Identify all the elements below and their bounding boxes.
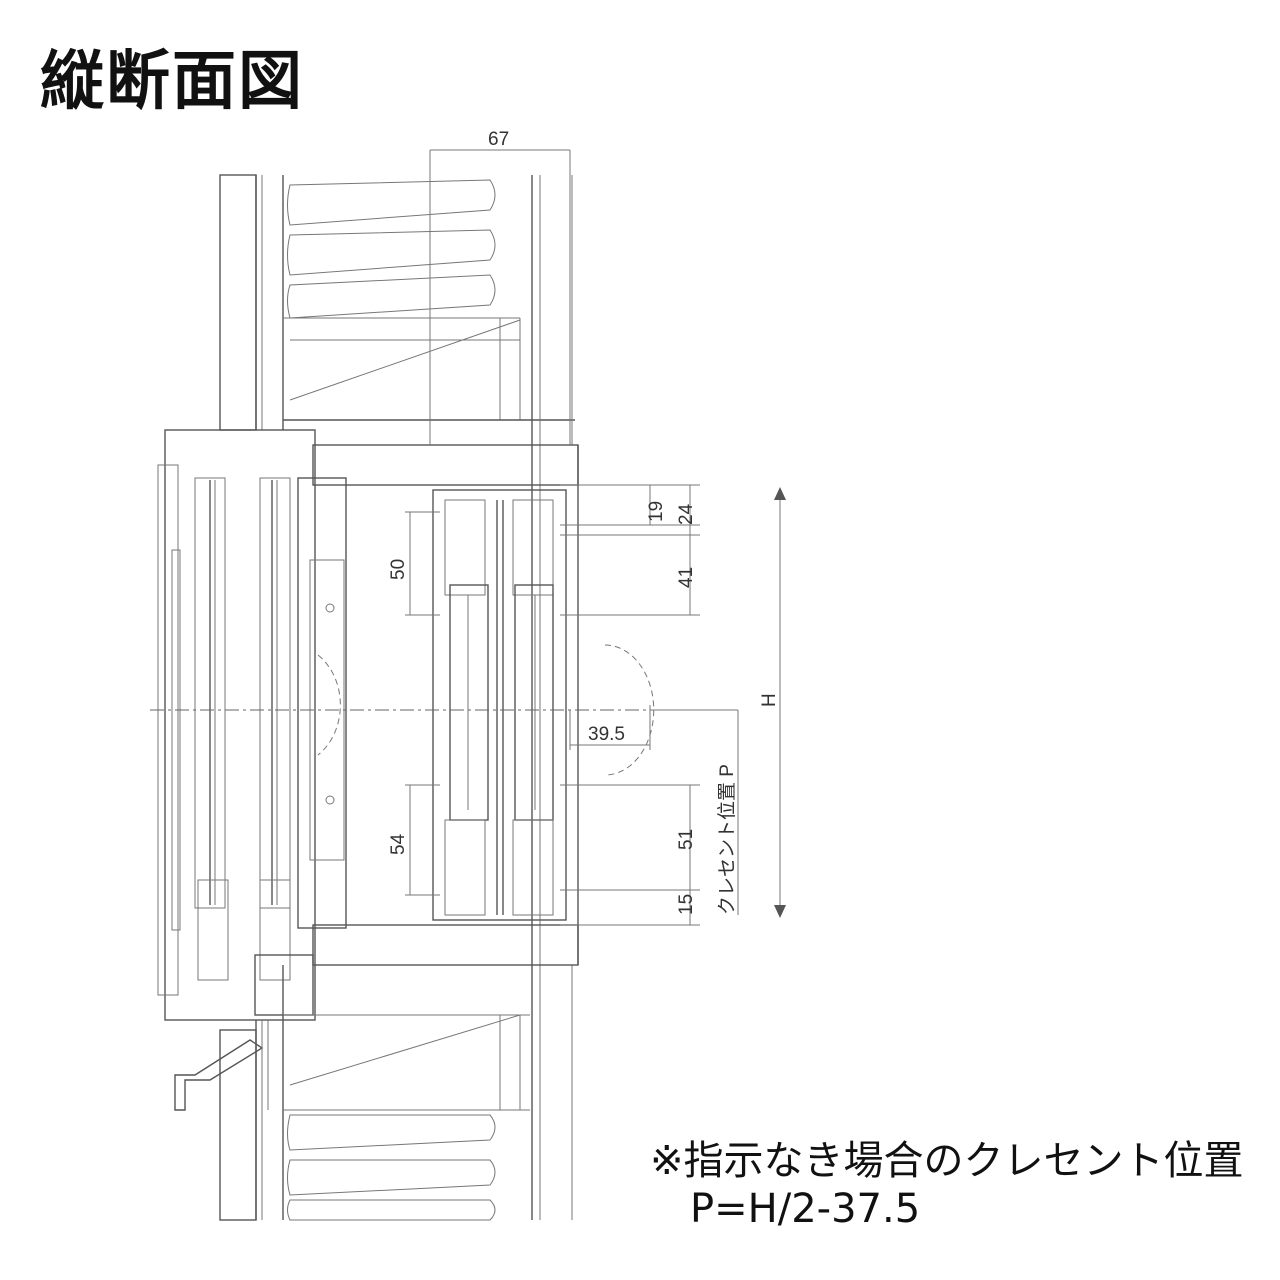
dim-51: 51 [676,829,697,850]
dim-24: 24 [676,503,697,525]
dim-41: 41 [676,567,697,588]
interior-wall [531,175,573,1220]
note-line-2: P=H/2-37.5 [690,1186,921,1232]
note-line-1: ※指示なき場合のクレセント位置 [650,1138,1244,1184]
dim-54: 54 [388,833,409,855]
sill-flashing [174,1020,269,1111]
wood-frame [312,444,579,966]
dim-crescent-p: クレセント位置 P [716,764,738,915]
insulation-bottom [282,965,530,1221]
dimension-lines [405,149,786,926]
inner-window [432,489,655,921]
dim-h: H [759,693,780,707]
page-title: 縦断面図 [40,45,304,119]
dim-19: 19 [646,501,667,522]
dim-39-5: 39.5 [588,724,625,745]
outer-window [157,429,347,1021]
dim-50: 50 [388,559,409,580]
exterior-wall [219,174,263,1221]
insulation-top [282,175,575,430]
dim-15: 15 [676,894,697,915]
dim-top-width: 67 [488,129,509,150]
